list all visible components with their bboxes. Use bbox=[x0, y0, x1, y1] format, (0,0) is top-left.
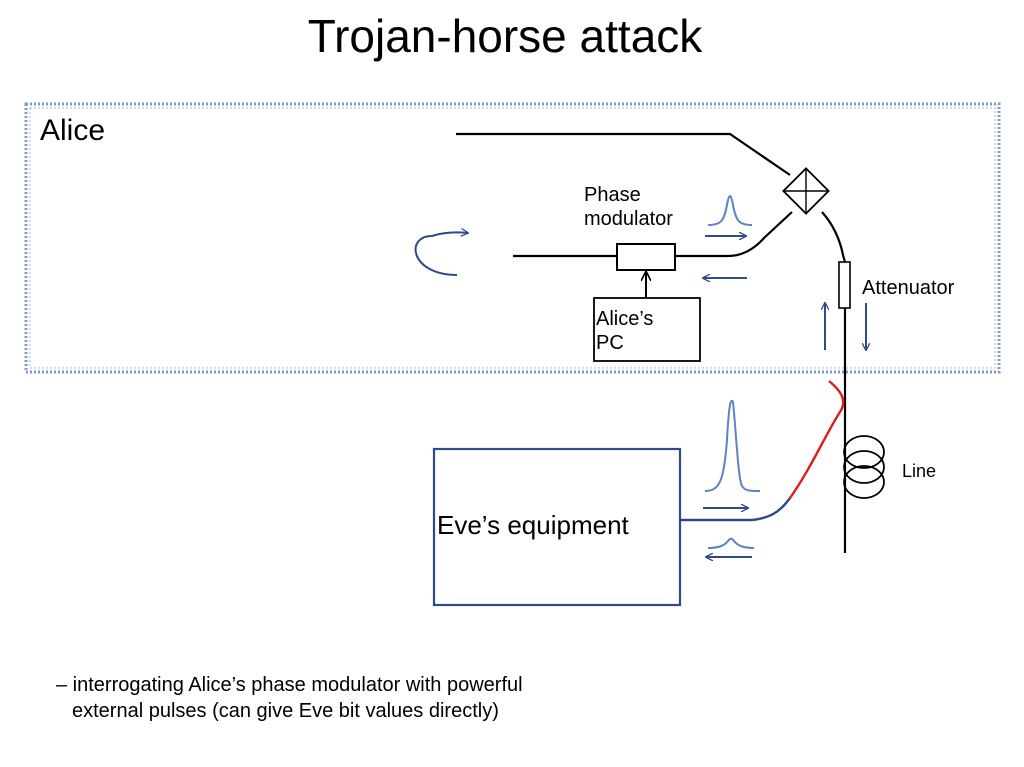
phase-modulator-label: Phase modulator bbox=[584, 183, 673, 231]
powerful-pulse bbox=[704, 399, 761, 492]
alices-pc-label-line2: PC bbox=[596, 332, 624, 354]
modulator-to-splitter-fiber bbox=[676, 211, 793, 258]
alices-pc-box bbox=[593, 297, 701, 362]
upper-fiber bbox=[456, 132, 791, 176]
loop-arrow bbox=[414, 232, 468, 276]
eve-equipment-box bbox=[432, 447, 682, 607]
slide-title: Trojan-horse attack bbox=[307, 10, 703, 62]
attenuator-label: Attenuator bbox=[862, 277, 955, 299]
weak-return-pulse bbox=[707, 537, 755, 549]
tap-fiber-red bbox=[789, 380, 845, 499]
alices-pc-label: Alice’s PC bbox=[596, 307, 653, 355]
phase-modulator-label-line2: modulator bbox=[584, 208, 673, 230]
line-label: Line bbox=[902, 461, 937, 481]
phase-modulator-label-line1: Phase bbox=[584, 184, 641, 206]
alice-label: Alice bbox=[40, 114, 106, 147]
alice-enclosure bbox=[24, 102, 1001, 374]
eve-equipment-label: Eve’s equipment bbox=[437, 510, 629, 540]
line-coil bbox=[843, 435, 885, 499]
caption-line-1: – interrogating Alice’s phase modulator … bbox=[56, 674, 523, 696]
caption: – interrogating Alice’s phase modulator … bbox=[56, 672, 523, 724]
attenuator bbox=[838, 261, 851, 309]
alice-enclosure-inner bbox=[29, 107, 996, 369]
main-line-fiber bbox=[821, 211, 847, 553]
caption-line-2: external pulses (can give Eve bit values… bbox=[72, 700, 499, 722]
alices-pc-label-line1: Alice’s bbox=[596, 308, 654, 330]
beam-splitter bbox=[782, 167, 830, 215]
phase-modulator-box bbox=[616, 243, 676, 271]
pulse-near-modulator bbox=[707, 195, 753, 226]
tap-fiber-blue bbox=[681, 497, 791, 522]
